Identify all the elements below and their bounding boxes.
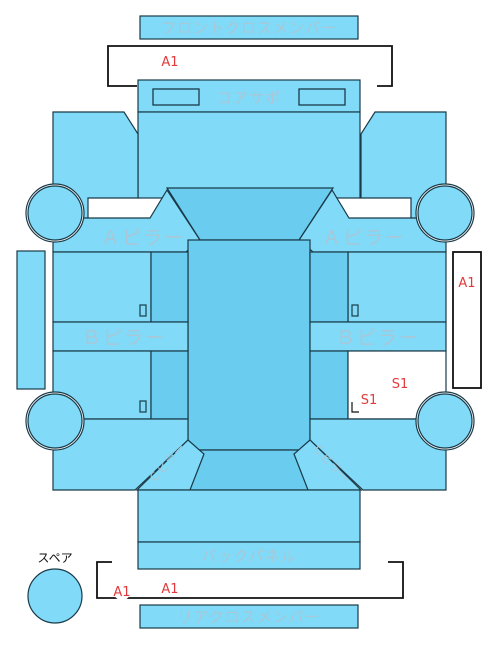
trunk[interactable] (137, 489, 361, 543)
right-rear-door-handle (351, 402, 359, 413)
rear-right-wheel[interactable] (417, 393, 473, 449)
front-cross-member-label: フロントクロスメンバー (161, 19, 337, 37)
left-front-door-window[interactable] (150, 251, 189, 323)
front-left-wheel[interactable] (27, 185, 83, 241)
right-a-pillar-label: Ａピラー (322, 227, 406, 249)
core-support[interactable] (137, 79, 361, 113)
rear-frame-outline (96, 561, 404, 599)
left-front-door[interactable] (52, 251, 152, 323)
spare-label: スペア (37, 551, 72, 565)
rear-left-wheel[interactable] (27, 393, 83, 449)
left-side-sill[interactable] (16, 250, 46, 390)
right-front-door[interactable] (347, 251, 447, 323)
left-rear-quarter[interactable] (52, 418, 189, 491)
rear-frame-center-mark-bg (161, 579, 179, 597)
core-support-left-slot (152, 88, 200, 106)
rear-cross-member[interactable] (139, 604, 359, 629)
core-support-right-slot (298, 88, 346, 106)
rear-frame-left-mark-bg (113, 582, 131, 600)
front-frame-mark: A1 (161, 55, 178, 70)
left-rear-door-window[interactable] (150, 350, 189, 420)
rear-frame-left-mark: A1 (113, 585, 130, 600)
core-support-label: コアサポ (217, 89, 281, 107)
right-side-frame (452, 251, 482, 389)
right-front-door-window[interactable] (309, 251, 349, 323)
back-panel[interactable] (137, 541, 361, 570)
left-a-pillar-label: Ａピラー (101, 227, 185, 249)
front-frame-outline (107, 45, 393, 87)
roof[interactable] (187, 239, 311, 451)
front-right-wheel[interactable] (417, 185, 473, 241)
right-front-door-handle (351, 304, 359, 317)
spare-tire[interactable] (27, 568, 83, 624)
left-b-pillar[interactable] (52, 321, 189, 352)
left-front-door-handle (139, 304, 147, 317)
front-frame-mark-bg (159, 52, 177, 70)
right-side-frame-mark: A1 (458, 276, 475, 291)
front-cross-member[interactable] (139, 15, 359, 40)
rear-frame-center-mark: A1 (161, 582, 178, 597)
rear-cross-member-label: リアクロスメンバー (177, 608, 320, 626)
right-b-pillar-label: Ｂピラー (336, 327, 420, 349)
back-panel-label: バックパネル (201, 547, 296, 565)
left-rear-door-handle (139, 400, 147, 413)
right-rear-door-window[interactable] (309, 350, 349, 420)
damage-mark-2: S1 (361, 393, 378, 408)
damage-mark-1: S1 (392, 377, 409, 392)
right-rear-quarter[interactable] (309, 418, 447, 491)
left-b-pillar-label: Ｂピラー (82, 327, 166, 349)
hood[interactable] (137, 111, 361, 199)
